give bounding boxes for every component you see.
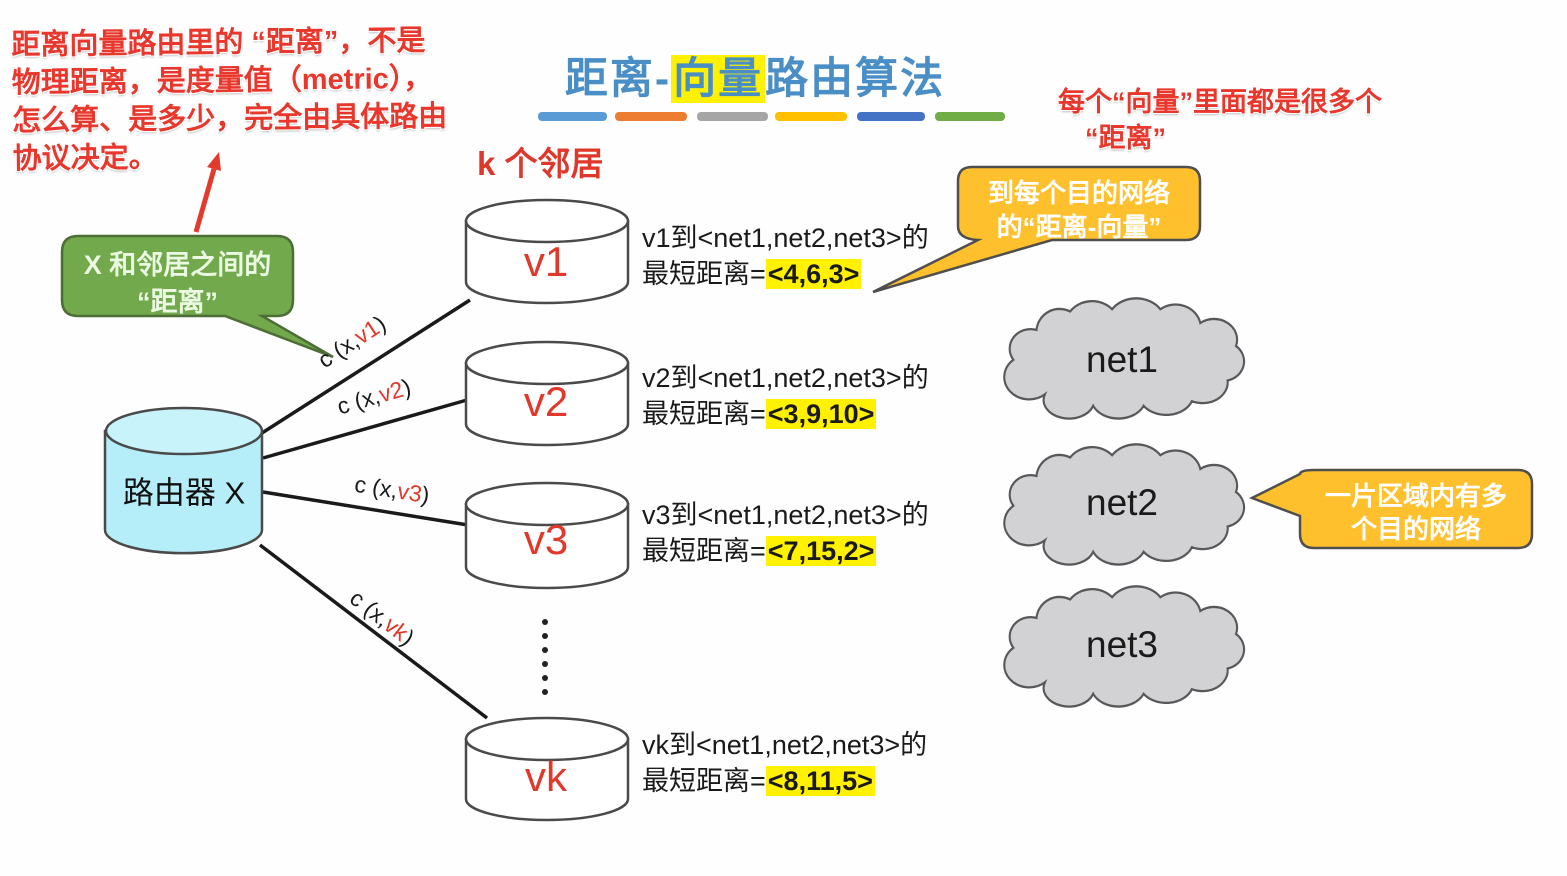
- cylinder-label-vk: vk: [525, 753, 567, 800]
- decor-bar-3: [697, 112, 768, 121]
- decor-bar-2: [615, 112, 687, 121]
- decor-bar-5: [857, 112, 925, 121]
- net3-label: net3: [1085, 624, 1159, 665]
- decor-bar-6: [935, 112, 1005, 121]
- cylinder-v3: [464, 481, 630, 590]
- green-callout-bubble: [60, 234, 334, 359]
- vector-value: <3,9,10>: [765, 399, 877, 429]
- link-x-v3: [262, 490, 469, 527]
- net1-label: net1: [1085, 339, 1159, 380]
- yellow-callout-top-bubble: [872, 165, 1202, 294]
- desc-prefix: 最短距离=: [642, 536, 766, 566]
- cylinder-v1: [464, 198, 630, 305]
- desc-prefix: 最短距离=: [642, 259, 766, 289]
- desc-line2: 最短距离=<7,15,2>: [642, 533, 982, 569]
- cylinder-label-v3: v3: [523, 516, 569, 563]
- vector-value: <8,11,5>: [765, 766, 875, 796]
- link-x-vk: [258, 543, 489, 720]
- desc-line1: vk到<net1,net2,net3>的: [642, 730, 928, 760]
- desc-line2: 最短距离=<3,9,10>: [642, 396, 982, 432]
- link-x-v2: [262, 398, 468, 460]
- desc-v2: v2到<net1,net2,net3>的 最短距离=<3,9,10>: [642, 360, 982, 432]
- desc-vk: vk到<net1,net2,net3>的 最短距离=<8,11,5>: [642, 727, 982, 799]
- k-neighbors-label: k 个邻居: [477, 145, 604, 182]
- net2-label: net2: [1085, 482, 1159, 523]
- desc-v3: v3到<net1,net2,net3>的 最短距离=<7,15,2>: [642, 497, 982, 569]
- yellow-callout-right-text: 一片区域内有多 个目的网络: [1324, 481, 1507, 544]
- ellipsis-dots: [542, 619, 548, 695]
- green-callout-text: X 和邻居之间的 “距离”: [83, 250, 272, 317]
- desc-prefix: 最短距离=: [642, 766, 766, 796]
- title-highlight: 向量: [671, 55, 766, 103]
- page-title: 距离-向量路由算法: [520, 44, 990, 106]
- link-x-v1: [261, 298, 471, 435]
- yellow-callout-top-text: 到每个目的网络 的“距离-向量”: [987, 178, 1170, 242]
- router-x-cylinder: [103, 406, 264, 555]
- title-pre: 距离-: [564, 55, 672, 103]
- decor-bar-4: [775, 112, 847, 121]
- desc-line1: v3到<net1,net2,net3>的: [642, 500, 929, 530]
- decor-bar-1: [538, 112, 607, 121]
- cost-prefix: c (x,: [352, 470, 400, 504]
- red-arrow: [193, 152, 221, 233]
- vector-value: <4,6,3>: [765, 259, 862, 289]
- cylinder-label-v1: v1: [523, 238, 569, 285]
- vector-note: 每个“向量”里面都是很多个 “距离”: [1058, 87, 1382, 153]
- desc-v1: v1到<net1,net2,net3>的 最短距离=<4,6,3>: [642, 220, 982, 292]
- cylinder-v2: [464, 340, 630, 447]
- metric-note: 距离向量路由里的 “距离”，不是 物理距离，是度量值（metric）， 怎么算、…: [11, 24, 448, 176]
- desc-line2: 最短距离=<8,11,5>: [642, 763, 982, 799]
- desc-line2: 最短距离=<4,6,3>: [642, 256, 982, 292]
- desc-line1: v1到<net1,net2,net3>的: [642, 223, 929, 253]
- desc-line1: v2到<net1,net2,net3>的: [642, 363, 929, 393]
- title-post: 路由算法: [765, 55, 946, 103]
- desc-prefix: 最短距离=: [642, 399, 766, 429]
- cylinder-label-v2: v2: [523, 378, 569, 425]
- cylinder-vk: [464, 716, 630, 822]
- vector-value: <7,15,2>: [765, 536, 877, 566]
- router-x-label: 路由器 X: [122, 475, 246, 511]
- yellow-callout-right-bubble: [1248, 468, 1534, 550]
